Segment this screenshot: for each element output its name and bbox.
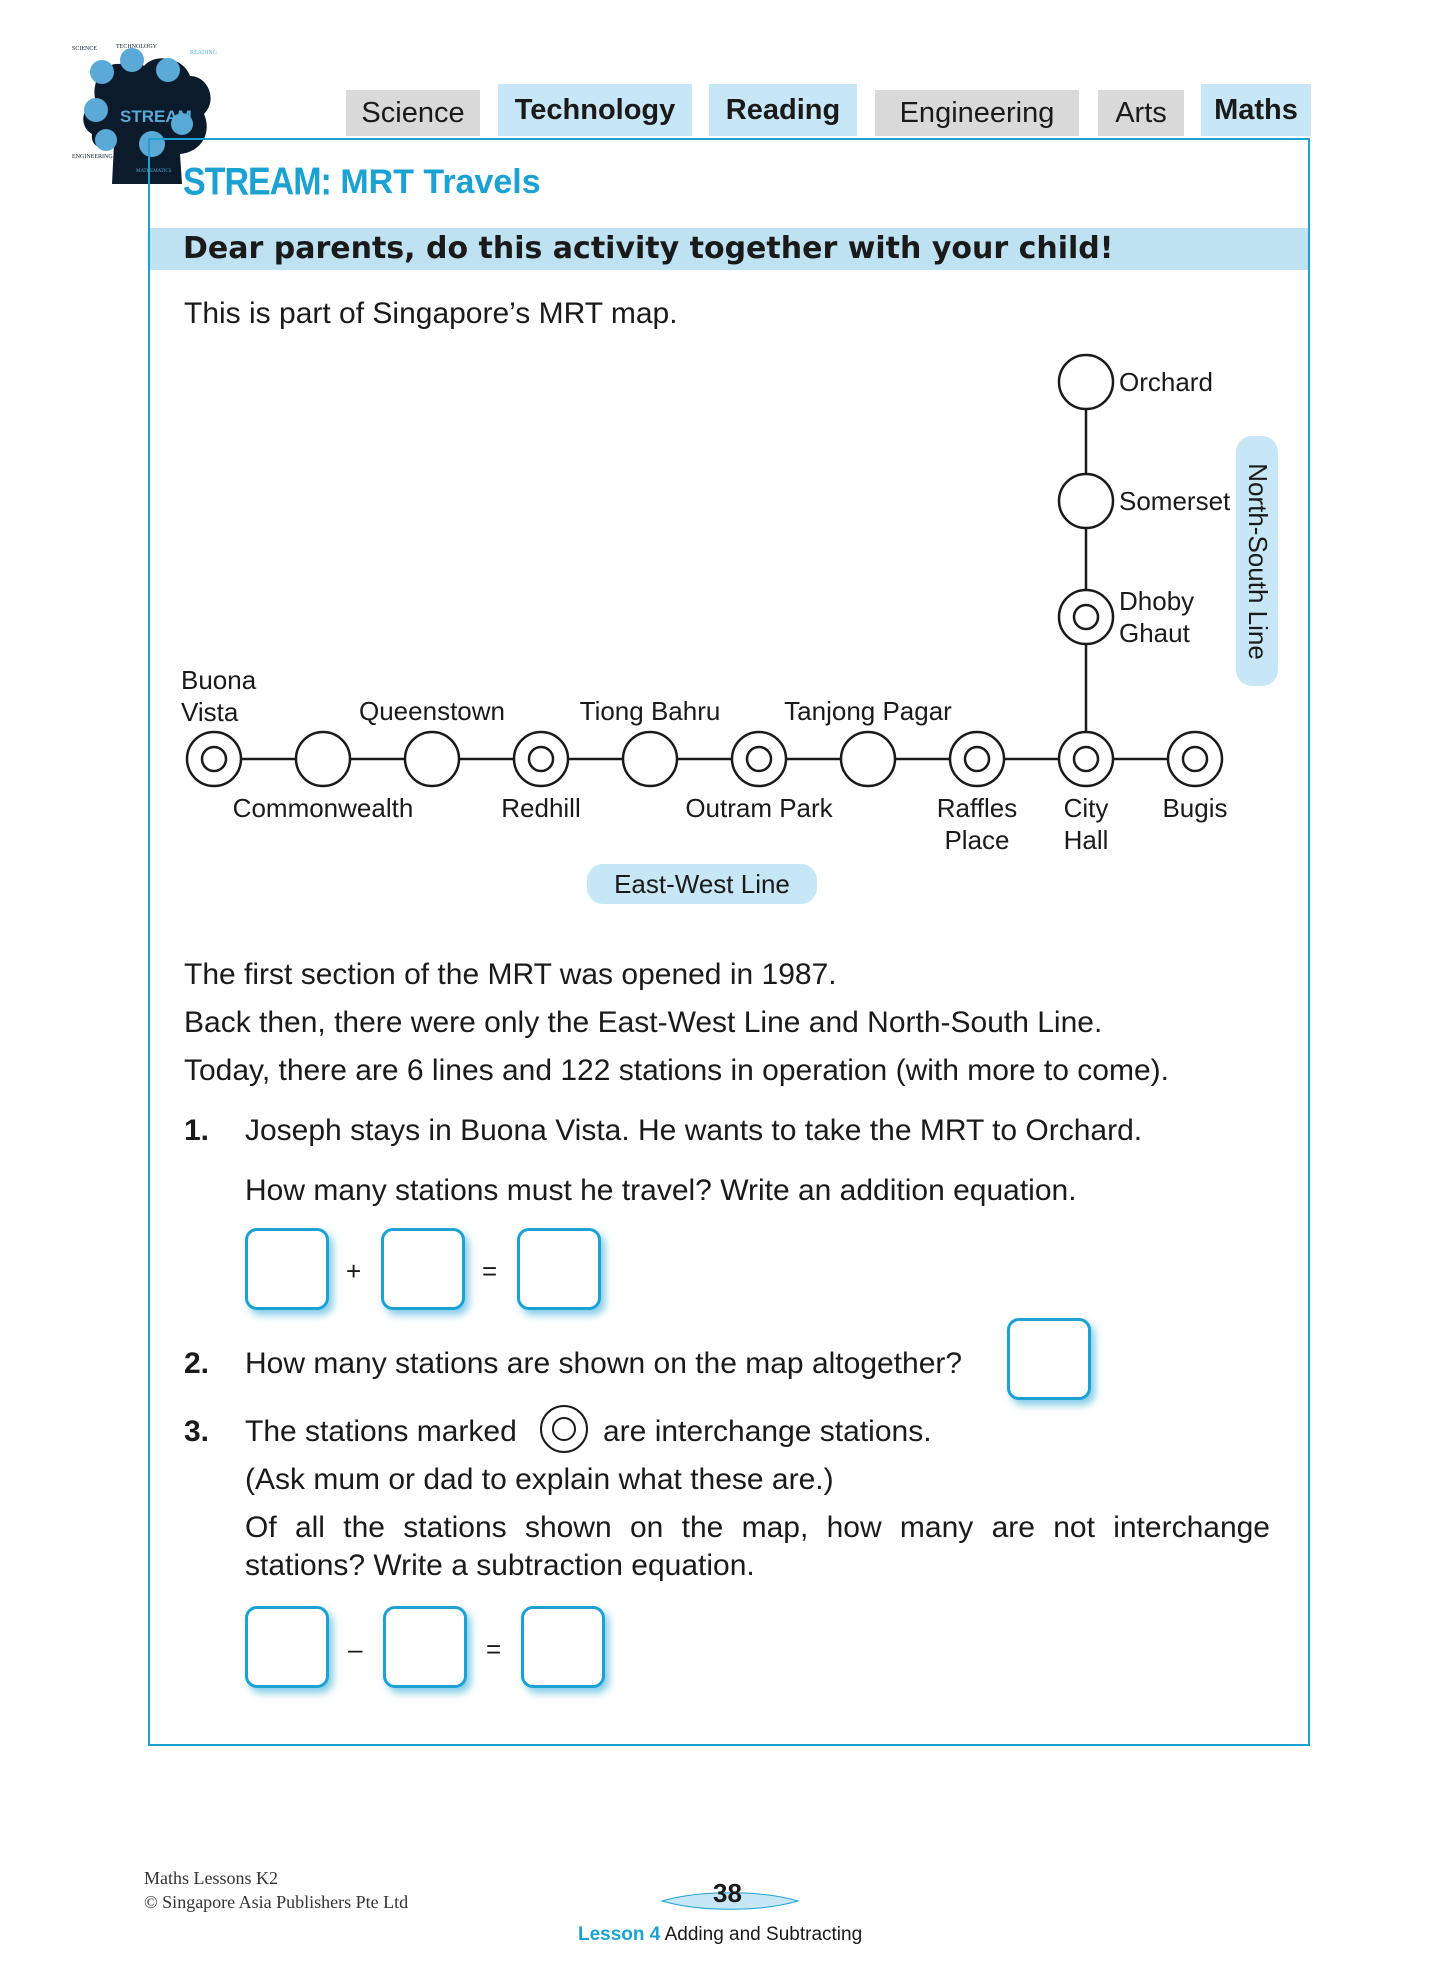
question-3-parent-note: (Ask mum or dad to explain what these ar… <box>245 1463 834 1496</box>
q1-answer-box-3[interactable] <box>517 1228 601 1310</box>
logo-word-stream: STREAM <box>120 107 192 126</box>
logo-word-arts: ARTS <box>128 159 141 164</box>
q1-plus-sign: + <box>346 1256 362 1286</box>
q1-answer-box-1[interactable] <box>245 1228 329 1310</box>
question-1-number: 1. <box>184 1114 210 1147</box>
tab-science[interactable]: Science <box>346 90 480 136</box>
history-line-1: The first section of the MRT was opened … <box>184 958 837 991</box>
tab-technology[interactable]: Technology <box>498 84 692 136</box>
q3-answer-box-2[interactable] <box>383 1606 467 1688</box>
question-1-prompt: How many stations must he travel? Write … <box>245 1174 1077 1207</box>
footer-book-title: Maths Lessons K2 <box>144 1868 278 1888</box>
stream-logo: STREAM SCIENCE TECHNOLOGY READING ENGINE… <box>72 44 218 184</box>
logo-word-reading: READING <box>190 50 218 56</box>
q2-answer-box[interactable] <box>1007 1318 1091 1400</box>
question-2-number: 2. <box>184 1347 210 1380</box>
station-label-somerset: Somerset <box>1119 486 1231 516</box>
parents-note: Dear parents, do this activity together … <box>183 231 1114 266</box>
q3-minus-sign: – <box>348 1634 363 1664</box>
tab-maths[interactable]: Maths <box>1201 84 1311 136</box>
interchange-station-icon <box>540 1405 588 1453</box>
title-prefix: STREAM: <box>183 160 332 204</box>
question-2-text: How many stations are shown on the map a… <box>245 1347 963 1380</box>
footer-copyright: © Singapore Asia Publishers Pte Ltd <box>144 1892 409 1912</box>
q1-answer-box-2[interactable] <box>381 1228 465 1310</box>
intro-text: This is part of Singapore’s MRT map. <box>184 297 678 330</box>
lesson-title: Adding and Subtracting <box>664 1924 863 1945</box>
question-3-prompt-1: Of all the stations shown on the map, ho… <box>245 1511 1270 1544</box>
page-number-swoosh <box>660 1892 800 1910</box>
logo-word-science: SCIENCE <box>72 46 97 52</box>
station-label-outram-park: Outram Park <box>685 793 833 823</box>
page-number: 38 <box>713 1878 742 1908</box>
tab-engineering[interactable]: Engineering <box>875 90 1079 136</box>
station-label-commonwealth: Commonwealth <box>232 793 414 823</box>
logo-word-technology: TECHNOLOGY <box>116 44 158 50</box>
station-label-queenstown: Queenstown <box>359 696 505 726</box>
activity-frame <box>148 138 1310 1746</box>
title-text: MRT Travels <box>340 163 541 201</box>
question-3-text-after: are interchange stations. <box>603 1415 932 1448</box>
station-label-redhill: Redhill <box>501 793 581 823</box>
east-west-line-badge: East-West Line <box>587 864 817 904</box>
question-3-prompt-2: stations? Write a subtraction equation. <box>245 1549 755 1582</box>
question-1-text: Joseph stays in Buona Vista. He wants to… <box>245 1114 1143 1147</box>
station-label-orchard: Orchard <box>1119 367 1213 397</box>
parents-banner <box>150 228 1308 270</box>
question-3-number: 3. <box>184 1415 210 1448</box>
north-south-line-label: North-South Line <box>1242 462 1273 660</box>
lesson-number: Lesson 4 <box>578 1924 661 1945</box>
q1-equals-sign: = <box>482 1256 498 1286</box>
logo-word-engineering: ENGINEERING <box>72 154 113 160</box>
question-3-text-before: The stations marked <box>245 1415 517 1448</box>
footer-book-info: Maths Lessons K2 © Singapore Asia Publis… <box>144 1866 408 1914</box>
station-label-bugis: Bugis <box>1162 793 1228 823</box>
activity-title: STREAM: MRT Travels <box>183 160 541 204</box>
q3-answer-box-3[interactable] <box>521 1606 605 1688</box>
q3-answer-box-1[interactable] <box>245 1606 329 1688</box>
tab-arts[interactable]: Arts <box>1098 90 1184 136</box>
history-line-3: Today, there are 6 lines and 122 station… <box>184 1054 1169 1087</box>
q3-equals-sign: = <box>486 1634 502 1664</box>
tab-reading[interactable]: Reading <box>709 84 857 136</box>
logo-word-mathematics: MATHEMATICS <box>136 169 172 174</box>
history-line-2: Back then, there were only the East-West… <box>184 1006 1103 1039</box>
north-south-line-badge: North-South Line <box>1236 436 1278 686</box>
station-label-tanjong-pagar: Tanjong Pagar <box>784 696 952 726</box>
lesson-label: Lesson 4 Adding and Subtracting <box>578 1924 862 1946</box>
station-label-tiong-bahru: Tiong Bahru <box>579 696 721 726</box>
